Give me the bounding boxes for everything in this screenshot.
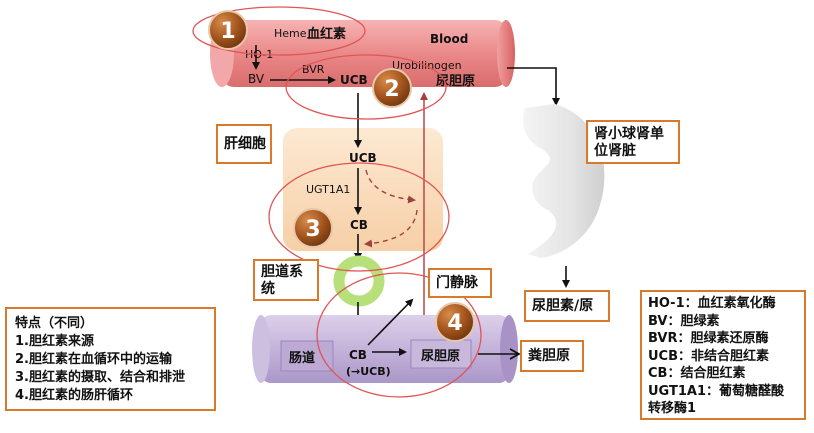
highlight-circle-1 — [192, 6, 366, 56]
blood-to-kidney-arrow — [507, 67, 560, 106]
intestine-label: 肠道 — [289, 350, 315, 366]
features-line-2: 1.胆红素来源 — [15, 334, 94, 349]
features-line-3: 2.胆红素在血循环中的运输 — [15, 352, 172, 367]
marker-1: 1 — [208, 10, 248, 50]
marker-2: 2 — [372, 68, 412, 108]
feces-label-box: 粪胆原 — [520, 340, 584, 372]
legend-line-2: BV：胆绿素 — [648, 313, 720, 329]
portal-vein-label: 门静脉 — [436, 275, 478, 291]
bvr-label: BVR — [302, 63, 325, 76]
legend-line-5: CB：结合胆红素 — [648, 366, 746, 381]
cb-return-dashed-arrow — [364, 209, 418, 248]
liver-cell-label: 肝细胞 — [224, 136, 266, 152]
marker-4-number: 4 — [447, 311, 462, 336]
legend-box: HO-1：血红素氧化酶 BV：胆绿素 BVR：胆绿素还原酶 UCB：非结合胆红素… — [640, 290, 806, 420]
features-line-5: 4.胆红素的肠肝循环 — [15, 388, 133, 403]
portal-vein-label-box: 门静脉 — [428, 268, 492, 298]
intestine-urobilinogen-panel — [410, 339, 472, 369]
marker-3: 3 — [293, 208, 333, 248]
liver-ucb-label: UCB — [349, 151, 377, 165]
highlight-circle-4 — [316, 272, 482, 398]
features-box: 特点（不同） 1.胆红素来源 2.胆红素在血循环中的运输 3.胆红素的摄取、结合… — [5, 307, 216, 411]
highlight-circle-2 — [285, 54, 447, 120]
heme-cn-label: 血红素 — [307, 26, 346, 42]
kidney-label-box: 肾小球肾单 位肾脏 — [586, 120, 680, 164]
legend-line-4: UCB：非结合胆红素 — [648, 348, 770, 364]
urine-label: 尿胆素/原 — [532, 298, 594, 314]
bile-duct-label-line-2: 统 — [261, 281, 275, 297]
marker-3-number: 3 — [305, 217, 320, 242]
bile-duct-label-line-1: 胆道系 — [261, 264, 303, 280]
marker-2-number: 2 — [384, 77, 399, 102]
features-line-1: 特点（不同） — [15, 316, 94, 331]
intestine-urobilinogen-label: 尿胆原 — [421, 349, 460, 364]
blood-label: Blood — [430, 32, 468, 46]
blood-ucb-label: UCB — [340, 73, 368, 87]
ugt1a1-label: UGT1A1 — [306, 183, 350, 196]
intestine-label-panel — [280, 340, 334, 372]
ucb-return-dashed-arrow — [365, 169, 416, 204]
kidney-shape — [523, 104, 605, 258]
liver-cell-label-box: 肝细胞 — [216, 124, 272, 164]
legend-line-7: 转移酶1 — [648, 401, 697, 416]
kidney-label-line-1: 肾小球肾单 — [594, 126, 664, 142]
intestine-ucb-note: (→UCB) — [346, 365, 391, 378]
highlight-circle-3 — [268, 162, 450, 272]
feces-label: 粪胆原 — [528, 348, 570, 364]
legend-line-6: UGT1A1：葡萄糖醛酸 — [648, 383, 785, 399]
kidney-label-line-2: 位肾脏 — [594, 143, 636, 159]
features-line-4: 3.胆红素的摄取、结合和排泄 — [15, 370, 185, 385]
cb-to-portal-arrow — [367, 298, 414, 346]
bv-label: BV — [248, 72, 265, 86]
intestine-cb-label: CB — [349, 348, 367, 362]
bile-duct-ring — [333, 255, 385, 307]
marker-1-number: 1 — [220, 19, 235, 44]
legend-line-3: BVR：胆绿素还原酶 — [648, 331, 769, 346]
liver-cb-label: CB — [350, 218, 368, 232]
bile-duct-label-box: 胆道系 统 — [253, 259, 319, 301]
urine-label-box: 尿胆素/原 — [524, 290, 610, 322]
heme-label: Heme — [274, 27, 307, 40]
marker-4: 4 — [435, 302, 475, 342]
legend-line-1: HO-1：血红素氧化酶 — [648, 296, 776, 311]
